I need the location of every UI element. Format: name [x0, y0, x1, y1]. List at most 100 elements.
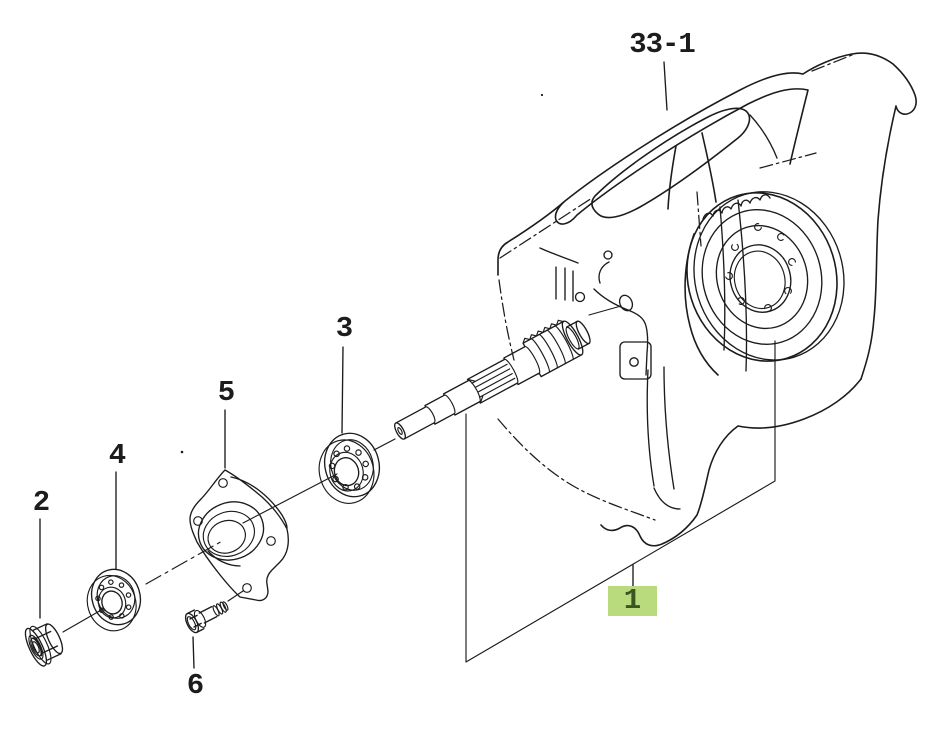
retainer-plate — [189, 469, 289, 602]
nut-top-face — [44, 623, 64, 655]
flange-outer-ring — [686, 192, 838, 362]
case-hole — [603, 250, 613, 260]
roller — [333, 450, 340, 458]
retainer-bore-inner — [202, 510, 256, 557]
shaft-center-dimple — [397, 427, 403, 435]
retainer-bore-lip — [207, 519, 246, 554]
flange-bolt-hole — [784, 287, 792, 295]
retainer-bore — [197, 501, 265, 561]
bolt-washer — [193, 609, 207, 628]
axis-nut-to-bearing4 — [62, 608, 104, 633]
bearing-3-drawing — [318, 432, 381, 504]
callout-1-highlighted[interactable]: 1 — [608, 586, 657, 616]
axis-bolt-to-retainer — [227, 590, 244, 602]
roller — [328, 462, 336, 470]
bolt-tip — [222, 601, 229, 611]
nut-flange-back — [29, 625, 52, 665]
shaft-tip-face — [394, 422, 406, 440]
nut-thread-bore — [28, 634, 44, 660]
retainer-5-drawing — [189, 469, 289, 602]
roller — [362, 460, 369, 468]
leader-6 — [192, 636, 195, 669]
leader-3 — [341, 346, 344, 434]
retainer-bore-outer — [197, 501, 265, 561]
roller — [98, 584, 105, 591]
speck — [180, 450, 184, 454]
flange-bore-inner — [733, 250, 786, 310]
nut-hex-body — [32, 623, 62, 661]
callout-6[interactable]: 6 — [186, 669, 204, 702]
callout-3[interactable]: 3 — [335, 312, 353, 345]
roller — [108, 579, 114, 585]
flange-bolt-hole — [731, 243, 739, 251]
roller — [108, 614, 114, 620]
case-top-opening — [591, 107, 751, 219]
nut-flange-face — [24, 627, 48, 667]
case-hidden-lines — [497, 54, 853, 521]
retainer-hole — [193, 516, 203, 526]
retainer-hole — [242, 583, 252, 593]
retainer-hole — [266, 536, 276, 546]
bearing-back-rim — [86, 574, 137, 632]
shaft-collar-face-inner — [565, 326, 580, 350]
speck — [540, 93, 544, 97]
bearing-bore — [333, 457, 360, 487]
retainer-corner-holes — [193, 478, 276, 593]
roller — [343, 445, 351, 452]
roller — [95, 595, 101, 602]
bolt-threads — [212, 601, 229, 617]
callout-4[interactable]: 4 — [108, 439, 126, 472]
case-bolt-bosses — [574, 250, 639, 367]
callout-2[interactable]: 2 — [32, 486, 50, 519]
axis-retainer-to-bearing3 — [242, 473, 338, 524]
bearing-outer — [323, 432, 381, 498]
leader-33-1 — [663, 61, 668, 111]
callout-5[interactable]: 5 — [217, 376, 235, 409]
bearing-bore — [101, 590, 123, 615]
flange-bolt-hole — [754, 223, 762, 231]
case-lower-ribs — [646, 366, 681, 510]
roller — [118, 582, 125, 588]
roller — [361, 474, 369, 481]
roller — [125, 604, 132, 610]
callout-33-1[interactable]: 33-1 — [629, 28, 696, 61]
axis-bearing3-to-shaft — [373, 438, 396, 451]
shaft-body — [395, 320, 590, 440]
flange-bolt-holes — [725, 223, 796, 312]
flange-rim-edge — [693, 191, 845, 361]
shaft-drawing — [394, 319, 591, 440]
case-hole — [629, 357, 639, 367]
shaft-clutch-teeth — [522, 319, 574, 373]
bearing-rollers — [95, 579, 132, 620]
shaft-entry-bore — [618, 294, 634, 312]
flange-bolt-hole — [764, 304, 772, 312]
bearing-inner-race — [97, 586, 127, 619]
retainer-hole — [218, 478, 228, 488]
stray-marks — [180, 93, 544, 454]
case-pillars — [719, 114, 778, 372]
roller — [355, 449, 362, 456]
flange-bolt-hole — [788, 258, 796, 266]
bearing-rollers — [328, 445, 369, 491]
case-lower-outline — [600, 233, 862, 547]
axis-shaft-to-case — [588, 305, 622, 316]
leader-lines — [39, 61, 668, 669]
nut-2-drawing — [24, 623, 64, 667]
bearing-inner-race — [329, 451, 364, 492]
case-drawing — [180, 52, 917, 547]
case-hole — [574, 291, 586, 303]
bolt-head-side — [186, 609, 205, 634]
thread-ring — [28, 634, 44, 660]
roller — [332, 475, 339, 483]
bearing-outer — [90, 568, 142, 626]
flange-bolt-hole — [725, 272, 733, 280]
shaft-splines — [466, 363, 516, 404]
bolt-head-chamfer — [186, 616, 197, 631]
case-outline — [497, 52, 917, 380]
roller — [353, 483, 361, 490]
axis-bearing4-to-retainer — [145, 539, 225, 585]
bearing-back-rim — [318, 439, 375, 504]
bolt-6-drawing — [184, 601, 229, 634]
thread-arc — [32, 636, 43, 657]
